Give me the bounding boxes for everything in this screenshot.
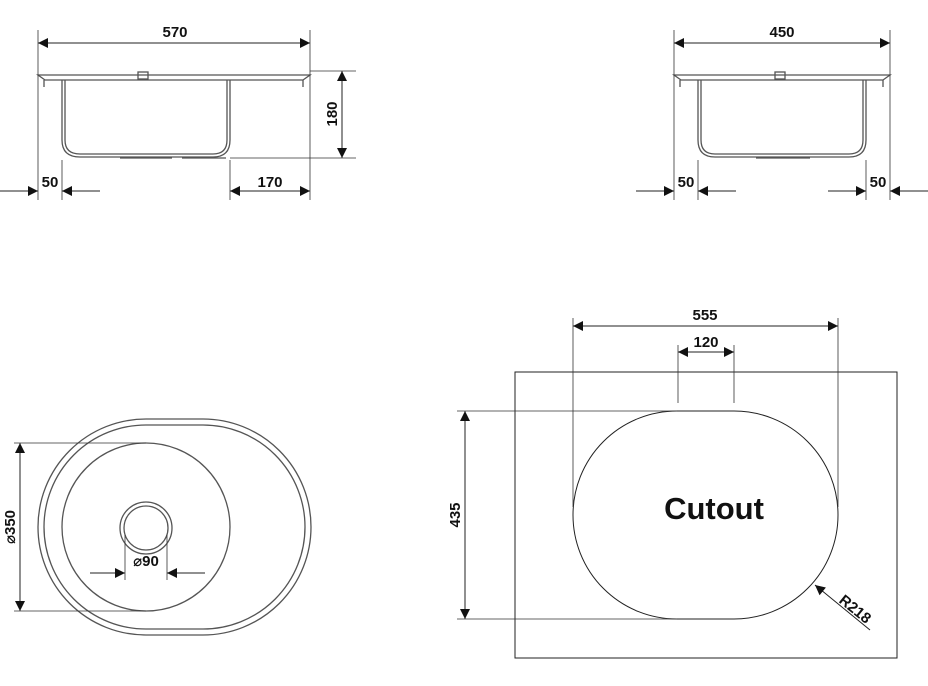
cutout-view: Cutout 555 120 435 R218 [447,307,898,659]
top-view: ⌀350 ⌀90 [2,418,312,636]
front-right-offset-label: 170 [257,174,282,191]
bowl-diameter-label: ⌀350 [2,510,19,544]
side-right-offset-label: 50 [870,174,887,191]
side-view-sink-profile [671,71,893,159]
bowl-outline [61,442,231,612]
cutout-shape [572,410,839,620]
cutout-depth-label: 435 [447,502,464,527]
front-height-label: 180 [324,101,341,126]
sink-outer-rim [37,418,312,636]
cutout-title: Cutout [664,491,764,526]
sink-inner-rim [43,424,306,630]
front-view: 570 180 50 170 [0,24,356,200]
side-width-label: 450 [769,24,794,41]
side-left-offset-label: 50 [678,174,695,191]
drain-outer [119,501,173,555]
drain-diameter-label: ⌀90 [133,553,159,570]
drain-inner [123,505,169,551]
side-view: 450 50 50 [636,24,928,200]
cutout-width-label: 555 [692,307,717,324]
cutout-offset-label: 120 [693,334,718,351]
front-width-label: 570 [162,24,187,41]
front-view-sink-profile [35,71,313,159]
cutout-radius-leader [814,584,871,631]
front-left-offset-label: 50 [42,174,59,191]
cutout-radius-label: R218 [836,592,875,628]
countertop-outline [514,371,898,659]
